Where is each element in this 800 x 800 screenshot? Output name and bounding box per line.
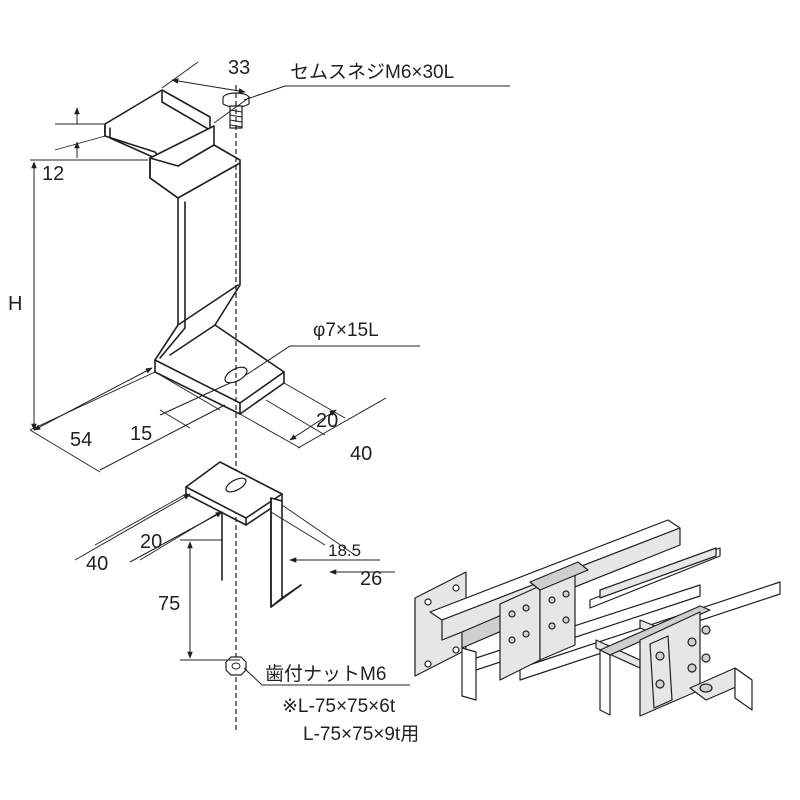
dim-slot-offset: 15 (130, 423, 152, 445)
lower-bracket (185, 461, 302, 608)
callout-screw: セムスネジM6×30L (290, 62, 454, 83)
dim-flange: 12 (42, 163, 64, 185)
dimension-lines-lower (74, 493, 395, 661)
dim-nut-inner: 20 (140, 531, 162, 553)
dim-leg-height: 75 (158, 593, 180, 615)
dim-leg-width: 26 (360, 568, 382, 590)
callout-nut: 歯付ナットM6 (265, 663, 386, 685)
dim-base-width-inner: 20 (316, 410, 338, 432)
dim-base-depth: 54 (70, 429, 92, 451)
dim-height: H (8, 293, 22, 315)
installation-illustration (414, 519, 781, 717)
dimension-lines-upper (29, 61, 387, 473)
dim-base-width: 40 (350, 443, 372, 465)
dim-top-width: 33 (228, 57, 250, 79)
callout-note-line1: ※L-75×75×6t (282, 696, 396, 717)
lower-bracket-leg (270, 497, 283, 608)
dim-nut-depth: 40 (86, 553, 108, 575)
upper-bracket-body (149, 125, 285, 404)
callout-note-line2: L-75×75×9t用 (303, 724, 419, 745)
upper-bracket (104, 89, 285, 415)
lower-slot-hole (225, 477, 247, 493)
dim-leg-inner: 18.5 (328, 541, 361, 560)
callout-leaders (243, 85, 510, 686)
callout-slot: φ7×15L (313, 320, 379, 341)
